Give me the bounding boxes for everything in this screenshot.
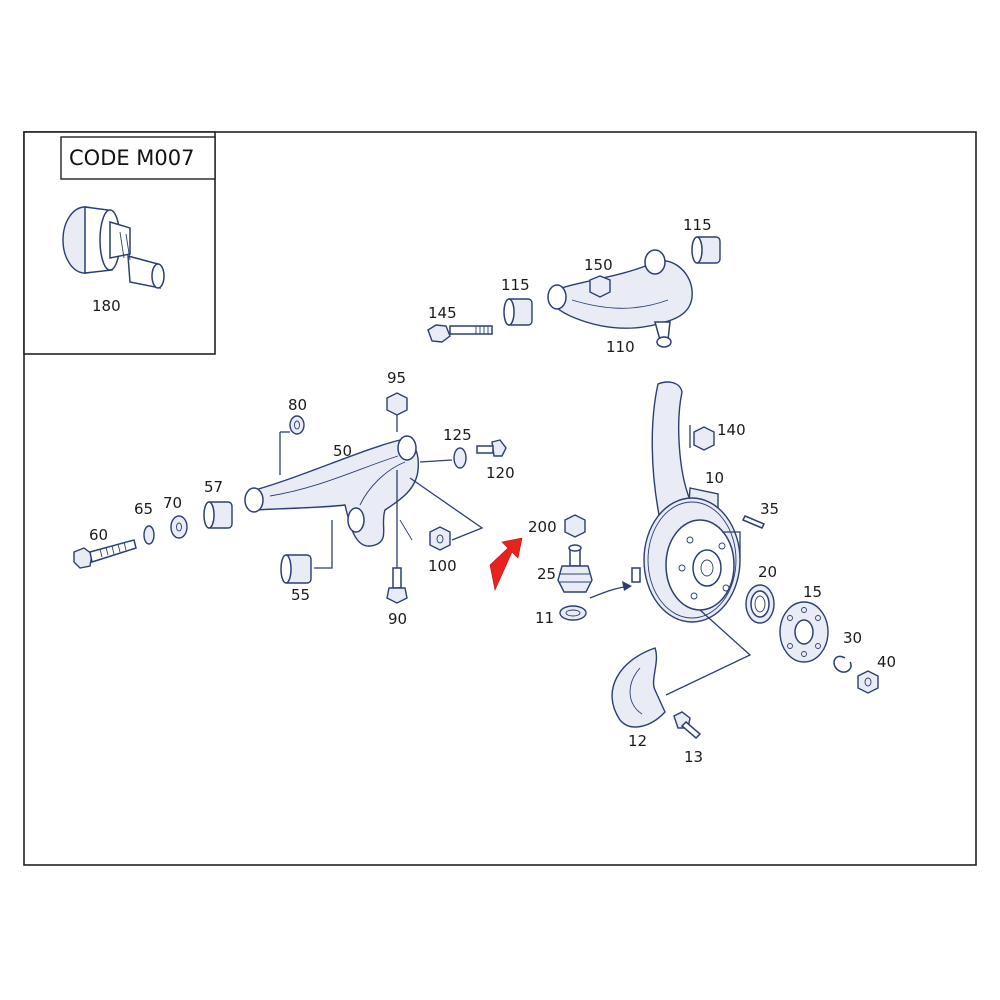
part-140-nut bbox=[693, 426, 715, 451]
part-55-bushing bbox=[280, 554, 312, 584]
part-200-nut bbox=[564, 514, 586, 538]
label-10: 10 bbox=[705, 469, 724, 487]
code-label-box bbox=[60, 136, 216, 180]
part-15-hub bbox=[779, 601, 829, 663]
label-57: 57 bbox=[204, 478, 223, 496]
label-40: 40 bbox=[877, 653, 896, 671]
part-57-bushing bbox=[203, 501, 233, 529]
part-50-lower-arm bbox=[244, 435, 419, 547]
part-120-bolt bbox=[476, 439, 507, 457]
label-110: 110 bbox=[606, 338, 635, 356]
part-125-washer bbox=[453, 447, 467, 469]
label-200: 200 bbox=[528, 518, 557, 536]
part-115-bushing-lower bbox=[503, 298, 533, 326]
part-13-bolt bbox=[673, 711, 702, 740]
label-30: 30 bbox=[843, 629, 862, 647]
label-80: 80 bbox=[288, 396, 307, 414]
part-35-pin bbox=[741, 515, 766, 529]
part-180-cv-joint bbox=[62, 206, 165, 289]
label-20: 20 bbox=[758, 563, 777, 581]
label-115-lower: 115 bbox=[501, 276, 530, 294]
label-55: 55 bbox=[291, 586, 310, 604]
label-95: 95 bbox=[387, 369, 406, 387]
label-180: 180 bbox=[92, 297, 121, 315]
part-65-washer bbox=[143, 525, 155, 545]
part-150-nut bbox=[589, 275, 611, 298]
label-12: 12 bbox=[628, 732, 647, 750]
part-115-bushing-upper bbox=[691, 236, 721, 264]
label-11: 11 bbox=[535, 609, 554, 627]
label-140: 140 bbox=[717, 421, 746, 439]
label-50: 50 bbox=[333, 442, 352, 460]
label-125: 125 bbox=[443, 426, 472, 444]
part-100-nut bbox=[429, 526, 451, 551]
part-11-ring bbox=[559, 605, 587, 621]
part-60-bolt bbox=[73, 539, 137, 569]
label-145: 145 bbox=[428, 304, 457, 322]
label-100: 100 bbox=[428, 557, 457, 575]
label-25: 25 bbox=[537, 565, 556, 583]
part-10-knuckle-disc bbox=[631, 381, 741, 623]
inset-box: CODE M007 180 bbox=[23, 131, 216, 355]
label-120: 120 bbox=[486, 464, 515, 482]
diagram-frame bbox=[23, 131, 977, 866]
code-label: CODE M007 bbox=[69, 146, 195, 170]
label-115-upper: 115 bbox=[683, 216, 712, 234]
label-65: 65 bbox=[134, 500, 153, 518]
part-12-dust-shield bbox=[611, 647, 666, 728]
label-15: 15 bbox=[803, 583, 822, 601]
part-25-ball-joint bbox=[557, 544, 593, 593]
part-145-bolt bbox=[427, 324, 493, 343]
install-arrowhead bbox=[622, 581, 632, 591]
label-150: 150 bbox=[584, 256, 613, 274]
label-60: 60 bbox=[89, 526, 108, 544]
part-20-bearing bbox=[745, 584, 775, 624]
label-70: 70 bbox=[163, 494, 182, 512]
label-13: 13 bbox=[684, 748, 703, 766]
part-95-nut bbox=[386, 392, 408, 416]
part-90-bolt bbox=[386, 567, 408, 604]
label-90: 90 bbox=[388, 610, 407, 628]
part-80-washer bbox=[289, 415, 305, 435]
part-30-clip bbox=[833, 655, 852, 673]
part-40-nut bbox=[857, 670, 879, 694]
part-70-washer bbox=[170, 515, 188, 539]
label-35: 35 bbox=[760, 500, 779, 518]
part-110-upper-arm bbox=[547, 249, 693, 348]
highlight-arrow bbox=[489, 537, 523, 591]
